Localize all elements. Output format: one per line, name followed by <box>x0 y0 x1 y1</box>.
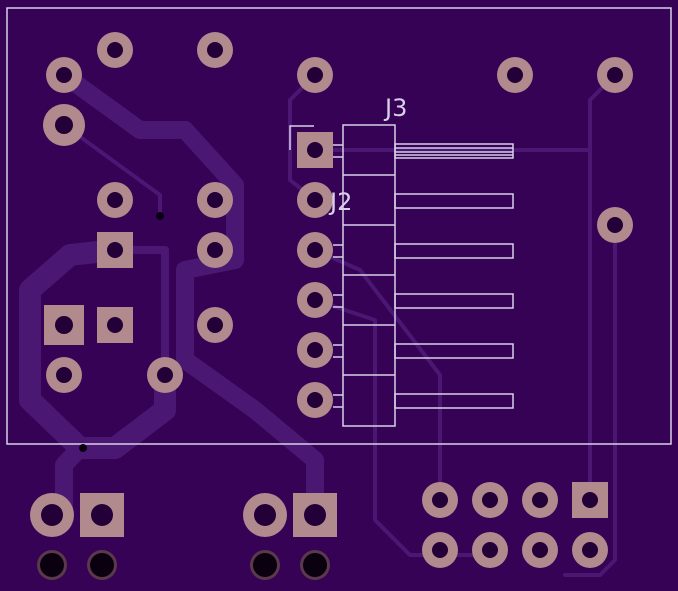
via <box>79 444 87 452</box>
label-j3: J3 <box>383 94 407 122</box>
pad-hole <box>432 542 448 558</box>
pad-group-left <box>43 32 233 452</box>
pad-hole <box>307 67 323 83</box>
power-connector-right <box>243 493 337 580</box>
pin-lead <box>394 393 514 409</box>
pad-hole <box>507 67 523 83</box>
pad-hole <box>254 504 276 526</box>
pad-hole <box>91 504 113 526</box>
pad-hole <box>157 367 173 383</box>
pad-hole <box>307 342 323 358</box>
pad-hole <box>107 42 123 58</box>
pad-hole <box>532 542 548 558</box>
pad-hole <box>56 67 72 83</box>
pad-hole <box>307 392 323 408</box>
pad-hole <box>41 504 63 526</box>
pad-hole <box>307 242 323 258</box>
label-j2: J2 <box>328 188 352 216</box>
pad-hole <box>107 192 123 208</box>
pad-hole <box>107 317 123 333</box>
pad-hole <box>56 367 72 383</box>
pin-lead <box>394 343 514 359</box>
pad-hole <box>607 67 623 83</box>
pad-hole <box>482 542 498 558</box>
drill-hole <box>40 553 64 577</box>
pad-hole <box>207 42 223 58</box>
pad-hole <box>207 242 223 258</box>
header-2x4 <box>422 482 608 568</box>
pad-hole <box>207 192 223 208</box>
pin-lead <box>394 193 514 209</box>
pin-lead <box>394 243 514 259</box>
pin-lead-1 <box>394 143 514 159</box>
pad-group-top <box>297 57 633 243</box>
power-connector-left <box>30 493 124 580</box>
pad-hole <box>432 492 448 508</box>
pin1-marker <box>289 125 314 150</box>
pad-hole <box>107 242 123 258</box>
pad-hole <box>307 142 323 158</box>
drill-hole <box>303 553 327 577</box>
pad-hole <box>582 542 598 558</box>
pad-hole <box>55 316 73 334</box>
drill-hole <box>253 553 277 577</box>
pad-hole <box>582 492 598 508</box>
pad-hole <box>55 116 73 134</box>
header-connector: J3 J2 <box>289 94 514 427</box>
pad-hole <box>532 492 548 508</box>
pad-hole <box>207 317 223 333</box>
board-outline <box>6 7 672 445</box>
drill-hole <box>90 553 114 577</box>
pad-hole <box>307 292 323 308</box>
pad-hole <box>304 504 326 526</box>
pad-hole <box>607 217 623 233</box>
via <box>156 212 164 220</box>
pin-lead <box>394 293 514 309</box>
pad-hole <box>307 192 323 208</box>
pad-hole <box>482 492 498 508</box>
